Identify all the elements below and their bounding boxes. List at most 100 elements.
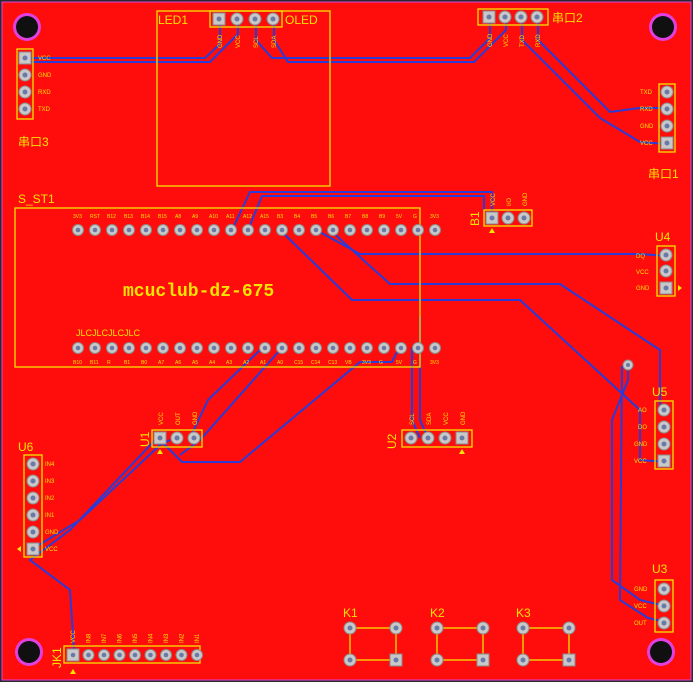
svg-text:GND: GND xyxy=(45,530,59,536)
mcu-top-pin-label: B14 xyxy=(141,214,150,220)
svg-text:VCC: VCC xyxy=(38,56,51,62)
mcu-top-pin-label: A9 xyxy=(192,214,198,220)
mcu-top-pin-label: B4 xyxy=(294,214,300,220)
k2-ref: K2 xyxy=(430,606,445,620)
jk1-pin-label: IN4 xyxy=(149,633,155,643)
uart3-ref: 串口3 xyxy=(18,135,49,149)
mcu-top-pin-label: B6 xyxy=(328,214,334,220)
mounting-hole-bl xyxy=(15,638,43,666)
svg-text:OUT: OUT xyxy=(634,621,647,627)
mcu-bottom-pin-label: C13 xyxy=(328,360,337,366)
u3-pin-labels: GND VCC OUT xyxy=(634,587,648,627)
u1-header xyxy=(151,429,203,454)
svg-text:VCC: VCC xyxy=(45,547,58,553)
mcu-top-pin-label: B5 xyxy=(311,214,317,220)
mcu-top-pin-label: G xyxy=(413,214,417,220)
u2-pin-labels: SCL SDA VCC GND xyxy=(410,411,467,425)
mcu-bottom-pin-label: G xyxy=(413,360,417,366)
mcu-bottom-pin-label: G xyxy=(379,360,383,366)
svg-text:GND: GND xyxy=(461,411,467,425)
jk1-ref: JK1 xyxy=(50,647,64,668)
mcu-top-pin-label: B3 xyxy=(277,214,283,220)
svg-text:TXD: TXD xyxy=(640,90,653,96)
u5-ref: U5 xyxy=(652,385,668,399)
mcu-top-pin-label: B13 xyxy=(124,214,133,220)
svg-text:SCL: SCL xyxy=(254,36,260,48)
svg-text:AO: AO xyxy=(638,408,647,414)
svg-text:SDA: SDA xyxy=(272,36,278,48)
mcu-top-pin-label: B15 xyxy=(158,214,167,220)
uart2-ref: 串口2 xyxy=(552,11,583,25)
mcu-bottom-pin-label: A4 xyxy=(209,360,215,366)
svg-text:TXD: TXD xyxy=(520,34,526,47)
u2-header xyxy=(401,429,473,454)
mounting-hole-tl xyxy=(13,13,41,41)
svg-text:IN1: IN1 xyxy=(45,513,55,519)
mcu-top-pin-label: A10 xyxy=(209,214,218,220)
oled-header xyxy=(209,10,283,28)
b1-pin-labels: VCC I/O GND xyxy=(491,192,529,206)
uart1-ref: 串口1 xyxy=(648,167,679,181)
mcu-bottom-pin-label: B0 xyxy=(141,360,147,366)
jk1-pin-label: IN1 xyxy=(195,633,201,643)
jk1-pin-label: IN7 xyxy=(102,633,108,643)
svg-text:GND: GND xyxy=(640,124,654,130)
board-title: mcuclub-dz-675 xyxy=(123,282,274,302)
mcu-outline xyxy=(14,207,421,368)
mcu-silk-text: JLCJLCJLCJLC xyxy=(76,328,141,338)
u1-ref: U1 xyxy=(138,431,152,447)
u6-pin-labels: IN4 IN3 IN2 IN1 GND VCC xyxy=(45,462,59,553)
mcu-bottom-pin-label: VB xyxy=(345,360,352,366)
svg-text:IN3: IN3 xyxy=(45,479,55,485)
svg-text:GND: GND xyxy=(488,33,494,47)
mcu-bottom-pin-label: 3V3 xyxy=(430,360,439,366)
svg-text:VCC: VCC xyxy=(636,270,649,276)
tactile-switches xyxy=(343,621,576,667)
uart1-header xyxy=(658,83,676,153)
uart2-header xyxy=(477,8,549,26)
svg-text:RXD: RXD xyxy=(640,107,653,113)
svg-text:RXD: RXD xyxy=(38,90,51,96)
svg-text:DO: DO xyxy=(638,425,647,431)
b1-ref: B1 xyxy=(468,211,482,226)
u4-header xyxy=(656,245,682,297)
jk1-header xyxy=(63,645,203,674)
mcu-bottom-pin-label: B11 xyxy=(90,360,99,366)
k1-ref: K1 xyxy=(343,606,358,620)
svg-text:TXD: TXD xyxy=(38,107,51,113)
svg-text:SCL: SCL xyxy=(410,413,416,425)
mcu-top-pin-label: 5V xyxy=(396,214,403,220)
jk1-pin-label: IN2 xyxy=(180,633,186,643)
svg-text:GND: GND xyxy=(193,411,199,425)
uart3-pin-labels: VCC GND RXD TXD xyxy=(38,56,52,113)
svg-text:GND: GND xyxy=(634,442,648,448)
mcu-bottom-pin-label: 3V3 xyxy=(362,360,371,366)
oled-ref: LED1 xyxy=(158,13,188,27)
svg-text:IN2: IN2 xyxy=(45,496,55,502)
switch-outline xyxy=(349,627,397,661)
via xyxy=(622,359,634,371)
svg-text:VCC: VCC xyxy=(491,193,497,206)
svg-text:I/O: I/O xyxy=(507,198,513,206)
u5-pin-labels: AO DO GND VCC xyxy=(634,408,648,465)
svg-text:OUT: OUT xyxy=(176,412,182,425)
svg-text:VCC: VCC xyxy=(236,35,242,48)
svg-text:GND: GND xyxy=(636,286,650,292)
svg-text:SDA: SDA xyxy=(427,413,433,425)
svg-text:GND: GND xyxy=(218,34,224,48)
mcu-top-pin-label: RST xyxy=(90,214,100,220)
mcu-top-pin-label: B9 xyxy=(379,214,385,220)
u1-pin-labels: VCC OUT GND xyxy=(159,411,199,425)
u6-ref: U6 xyxy=(18,440,34,454)
mcu-bottom-pin-label: B10 xyxy=(73,360,82,366)
svg-text:RXD: RXD xyxy=(536,34,542,47)
svg-text:GND: GND xyxy=(38,73,52,79)
b1-header xyxy=(483,209,533,233)
mcu-bottom-pin-label: C15 xyxy=(294,360,303,366)
jk1-pin-label: VCC xyxy=(71,630,77,643)
mcu-bottom-pin-label: A0 xyxy=(277,360,283,366)
svg-text:DQ: DQ xyxy=(636,254,645,260)
mcu-bottom-pin-label: C14 xyxy=(311,360,320,366)
